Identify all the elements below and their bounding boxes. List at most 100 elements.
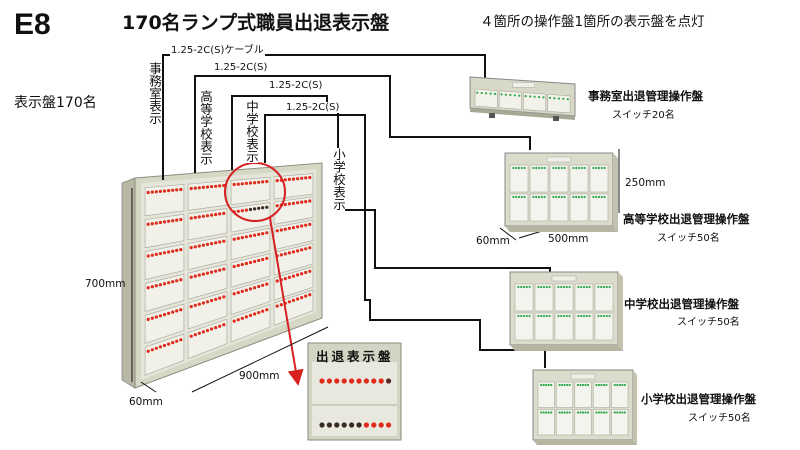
lamp xyxy=(167,342,171,346)
lamp xyxy=(218,212,222,216)
switch-lamp xyxy=(557,195,561,199)
switch-lamp xyxy=(579,383,582,387)
lamp xyxy=(232,264,236,269)
display-cell xyxy=(187,235,228,270)
lamp xyxy=(244,181,248,185)
lamp xyxy=(257,311,261,315)
switch-lamp xyxy=(480,91,483,95)
lamp xyxy=(248,234,253,238)
zoom-lamp-top xyxy=(363,378,369,384)
zoom-lamp-bottom xyxy=(319,422,325,428)
zoom-panel-title: 出退表示盤 xyxy=(316,349,394,364)
middle-school-panel-switches: スイッチ50名 xyxy=(677,317,740,328)
switch-lamp xyxy=(528,314,531,318)
lamp xyxy=(287,300,291,304)
lamp xyxy=(261,206,265,210)
switch-lamp xyxy=(602,383,606,387)
lamp xyxy=(193,186,197,190)
switch-lamp xyxy=(561,411,564,414)
lamp xyxy=(265,205,269,209)
lamp xyxy=(158,252,162,256)
lamp xyxy=(146,254,150,258)
lamp xyxy=(158,283,162,287)
display-capacity-label: 表示盤170名 xyxy=(14,95,97,111)
switch-lamp xyxy=(560,195,563,199)
lamp xyxy=(265,282,269,286)
switch-lamp xyxy=(476,91,479,94)
lamp xyxy=(197,331,201,335)
switch-lamp xyxy=(542,96,545,99)
lamp xyxy=(244,235,248,239)
switch-lamp xyxy=(577,285,580,289)
switch-lamp xyxy=(543,166,546,170)
switch-lamp xyxy=(565,285,568,289)
lamp xyxy=(197,215,201,219)
lamp xyxy=(214,241,218,245)
switch-lamp xyxy=(532,195,535,199)
lamp xyxy=(222,239,226,243)
switch-lamp xyxy=(552,195,555,199)
lamp xyxy=(162,251,167,255)
lamp xyxy=(205,185,210,189)
lamp xyxy=(154,315,158,319)
switch-lamp xyxy=(560,314,563,318)
switch-lamp xyxy=(586,411,590,414)
lamp xyxy=(253,259,257,264)
lamp xyxy=(167,281,171,285)
switch-lamp xyxy=(582,285,586,289)
lamp xyxy=(261,257,265,262)
lamp xyxy=(296,273,300,277)
lamp xyxy=(171,341,175,345)
switch-lamp xyxy=(588,285,591,289)
switch-lamp xyxy=(585,285,588,289)
switch-lamp xyxy=(563,411,566,414)
highlight-circle xyxy=(224,162,286,222)
lamp xyxy=(158,345,162,349)
lamp xyxy=(291,177,296,181)
switch-lamp xyxy=(613,411,616,414)
switch-lamp xyxy=(515,166,518,170)
switch-lamp xyxy=(600,195,603,199)
lamp xyxy=(193,274,197,278)
switch-lamp xyxy=(595,411,598,414)
lamp xyxy=(279,253,283,257)
lamp xyxy=(205,300,210,304)
lamp xyxy=(222,323,226,327)
zoom-lamp-top xyxy=(341,378,347,384)
office-panel-cell xyxy=(474,88,498,108)
switch-lamp xyxy=(563,166,566,170)
lamp xyxy=(296,297,300,301)
lamp xyxy=(201,243,205,247)
page-code: E8 xyxy=(14,8,51,41)
switch-lamp xyxy=(553,97,556,100)
switch-lamp xyxy=(597,383,601,387)
lamp xyxy=(275,304,279,308)
lamp xyxy=(253,233,257,237)
panel-cell xyxy=(611,381,629,408)
switch-lamp xyxy=(529,95,532,98)
lamp xyxy=(222,267,226,271)
switch-lamp xyxy=(568,314,571,318)
switch-lamp xyxy=(517,166,521,170)
lamp xyxy=(304,270,308,275)
zoom-lamp-top xyxy=(349,378,355,384)
lamp xyxy=(236,263,240,268)
switch-lamp xyxy=(548,314,551,318)
switch-lamp xyxy=(562,314,566,318)
lamp xyxy=(236,182,240,186)
display-cell xyxy=(187,318,228,360)
display-cell xyxy=(144,243,185,280)
switch-lamp xyxy=(566,98,569,101)
lamp xyxy=(248,260,253,265)
lamp xyxy=(240,236,244,240)
panel-cell xyxy=(509,164,529,193)
switch-lamp xyxy=(520,195,523,199)
lamp xyxy=(253,181,257,185)
switch-lamp xyxy=(605,285,608,289)
switch-lamp xyxy=(576,411,580,414)
switch-lamp xyxy=(566,383,569,387)
lamp xyxy=(253,312,257,316)
switch-lamp xyxy=(540,383,543,387)
lamp xyxy=(214,184,218,188)
lamp xyxy=(189,275,193,279)
